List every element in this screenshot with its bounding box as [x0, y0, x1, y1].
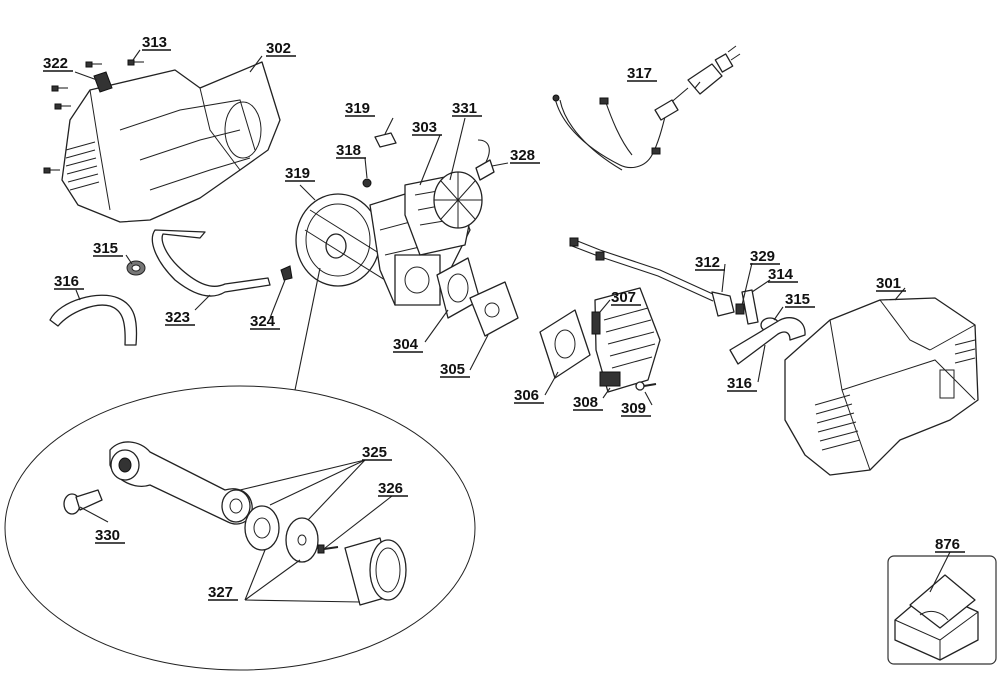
label-330: 330	[95, 527, 120, 544]
nut-329[interactable]	[735, 303, 745, 315]
leader-lines	[74, 49, 951, 603]
tube-316-right[interactable]	[729, 317, 806, 365]
label-314: 314	[768, 266, 794, 283]
label-305: 305	[440, 361, 465, 378]
label-876: 876	[935, 536, 960, 553]
label-315-left: 315	[93, 240, 118, 257]
label-326: 326	[378, 480, 403, 497]
label-303: 303	[412, 119, 437, 136]
label-324: 324	[250, 313, 276, 330]
label-318: 318	[336, 142, 361, 159]
fan-331[interactable]	[433, 171, 483, 229]
cylinder-head-308[interactable]	[594, 287, 661, 393]
outlet-tube-312[interactable]	[569, 237, 735, 317]
tube-316-left[interactable]	[49, 294, 138, 346]
label-322: 322	[43, 55, 68, 72]
gasket-307[interactable]	[591, 311, 601, 335]
label-307: 307	[611, 289, 636, 306]
bracket-314[interactable]	[741, 289, 759, 325]
label-304: 304	[393, 336, 419, 353]
left-shroud-302[interactable]	[61, 61, 281, 223]
label-316-left: 316	[54, 273, 79, 290]
label-315-right: 315	[785, 291, 810, 308]
callout-labels: 313 322 302 319 331 303 318 328 319 315 …	[43, 34, 965, 601]
label-329: 329	[750, 248, 775, 265]
pad-320[interactable]	[374, 132, 397, 148]
label-317: 317	[627, 65, 652, 82]
label-319: 319	[285, 165, 310, 182]
tube-323[interactable]	[151, 229, 271, 297]
label-312: 312	[695, 254, 720, 271]
label-323: 323	[165, 309, 190, 326]
bolt-330[interactable]	[63, 489, 103, 515]
valve-plate-305[interactable]	[469, 281, 519, 337]
label-328: 328	[510, 147, 535, 164]
cylinder-sleeve[interactable]	[344, 537, 407, 606]
label-302: 302	[266, 40, 291, 57]
detail-ellipse	[4, 267, 476, 671]
washer-318[interactable]	[362, 178, 372, 188]
kit-box-876[interactable]	[887, 555, 997, 665]
label-301: 301	[876, 275, 901, 292]
label-331: 331	[452, 100, 477, 117]
label-308: 308	[573, 394, 598, 411]
right-shroud-301[interactable]	[784, 297, 979, 476]
bolt-309[interactable]	[635, 381, 657, 391]
label-306: 306	[514, 387, 539, 404]
label-309: 309	[621, 400, 646, 417]
screws-313[interactable]	[43, 59, 144, 174]
clip-322[interactable]	[93, 71, 113, 93]
label-313: 313	[142, 34, 167, 51]
connecting-rod-325[interactable]	[109, 441, 253, 525]
clamp-315-left[interactable]	[126, 260, 146, 276]
gasket-306[interactable]	[539, 309, 591, 379]
screw-326[interactable]	[317, 544, 339, 554]
retainer-plate-325[interactable]	[285, 517, 319, 563]
label-327: 327	[208, 584, 233, 601]
brush-328[interactable]	[475, 139, 495, 181]
fitting-324[interactable]	[280, 265, 293, 281]
label-320: 319	[345, 100, 370, 117]
label-316-right: 316	[727, 375, 752, 392]
ring-327[interactable]	[244, 505, 280, 551]
label-325: 325	[362, 444, 387, 461]
